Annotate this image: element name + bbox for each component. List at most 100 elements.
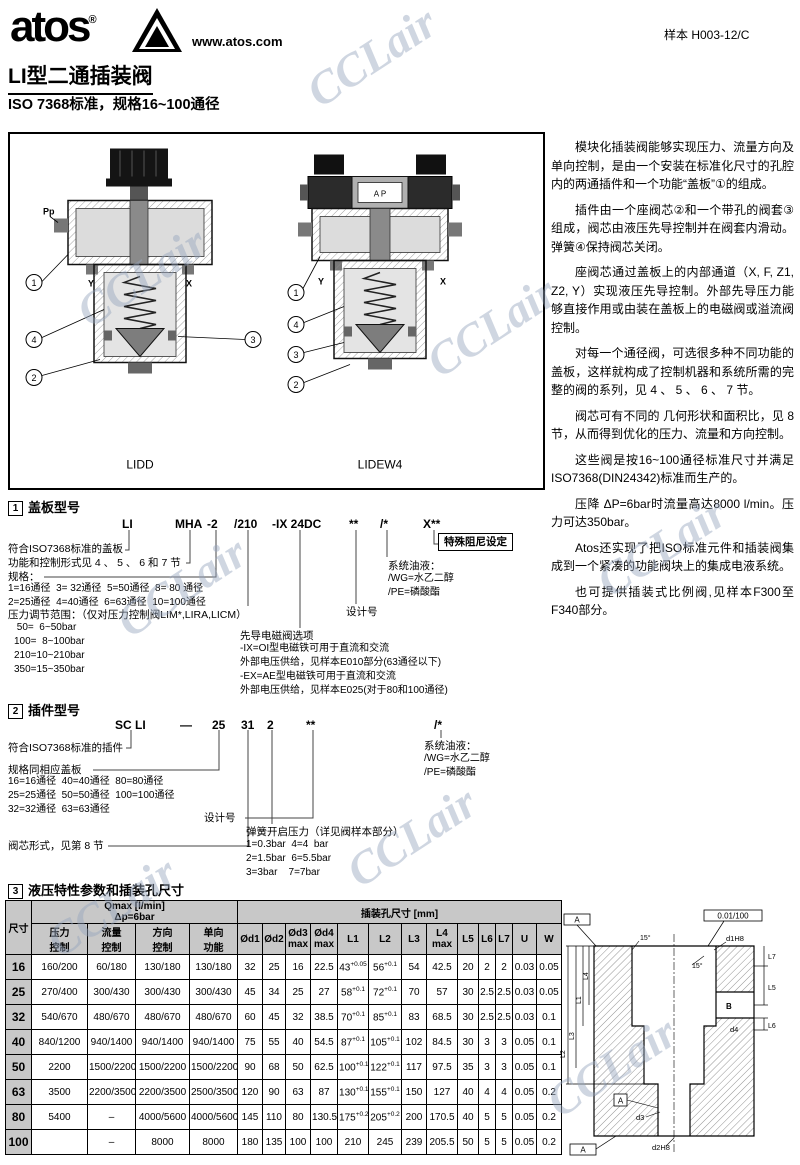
value-cell: 160/200 xyxy=(31,954,88,980)
ann-solenoid-list: -IX=OI型电磁铁可用于直流和交流外部电压供给，见样本E010部分(63通径以… xyxy=(240,643,448,699)
column-header: 流量 控制 xyxy=(87,923,136,955)
d1-label: d1H8 xyxy=(726,934,744,943)
value-cell: 97.5 xyxy=(426,1054,459,1080)
value-cell: 8000 xyxy=(188,1129,239,1155)
cavity-drawing: A 0.01/100 15° 15° d1H8 L2 L3 xyxy=(556,908,796,1160)
code1-function: MHA xyxy=(175,517,203,531)
ann-spool-form: 阀芯形式，见第 8 节 xyxy=(8,840,104,852)
value-cell: 5400 xyxy=(31,1104,88,1130)
spring-option-row: 2=1.5bar 6=5.5bar xyxy=(246,853,332,864)
code2-design: ** xyxy=(306,718,316,732)
callout-3: 3 xyxy=(177,331,262,348)
value-cell: 0.05 xyxy=(536,979,563,1005)
value-cell: 85+0.1 xyxy=(368,1004,403,1030)
value-cell: 40 xyxy=(457,1079,480,1105)
page-subtitle: ISO 7368标准，规格16~100通径 xyxy=(8,97,220,113)
registered-mark: ® xyxy=(88,14,97,26)
value-cell: 300/430 xyxy=(87,979,136,1005)
intro-text: 模块化插装阀能够实现压力、流量方向及单向控制，是由一个安装在标准化尺寸的孔腔内的… xyxy=(551,138,794,627)
pressure-range-row: 100= 8~100bar xyxy=(14,636,85,647)
value-cell: 5 xyxy=(478,1129,497,1155)
datum-a: A xyxy=(613,1093,659,1109)
value-cell: 2 xyxy=(495,954,514,980)
value-cell: 105+0.1 xyxy=(368,1029,403,1055)
ann-fluid-list: /WG=水乙二醇/PE=磷酸酯 xyxy=(388,573,454,601)
value-cell: 54 xyxy=(401,954,428,980)
code2-spool: 31 xyxy=(241,718,255,732)
ann-cartridge-standard: 符合ISO7368标准的插件 xyxy=(8,742,123,754)
size-cell: 63 xyxy=(5,1079,32,1105)
intro-paragraph: 这些阀是按16~100通径标准尺寸并满足ISO7368(DIN24342)标准而… xyxy=(551,452,794,486)
value-cell: 239 xyxy=(401,1129,428,1155)
value-cell: 300/430 xyxy=(188,979,239,1005)
value-cell: 45 xyxy=(262,1004,287,1030)
value-cell: 127 xyxy=(426,1079,459,1105)
svg-text:3: 3 xyxy=(250,335,255,345)
intro-paragraph: 插件由一个座阀芯②和一个带孔的阀套③组成，阀芯由液压先导控制并在阀套内滑动。弹簧… xyxy=(551,202,794,254)
value-cell: 22.5 xyxy=(310,954,339,980)
value-cell: 480/670 xyxy=(188,1004,239,1030)
code2-size: 25 xyxy=(212,718,226,732)
ann-fluid-list-2: /WG=水乙二醇/PE=磷酸酯 xyxy=(424,753,490,781)
intro-paragraph: Atos还实现了把ISO标准元件和插装阀集成到一个紧凑的功能阀块上的集成电液系统… xyxy=(551,540,794,574)
callout-1: 1 xyxy=(25,254,69,291)
section3-number: 3 xyxy=(8,884,23,899)
right-valve-label: LIDEW4 xyxy=(358,458,403,472)
value-cell: 0.05 xyxy=(536,954,563,980)
column-header: L5 xyxy=(457,923,480,955)
value-cell: 540/670 xyxy=(31,1004,88,1030)
intro-paragraph: 也可提供插装式比例阀,见样本F300至F340部分。 xyxy=(551,584,794,618)
logo-text: atos xyxy=(10,2,92,51)
column-header: 方向 控制 xyxy=(135,923,190,955)
value-cell: 130/180 xyxy=(135,954,190,980)
value-cell: 2200/3500 xyxy=(135,1079,190,1105)
value-cell: 40 xyxy=(285,1029,312,1055)
value-cell: 60 xyxy=(237,1004,264,1030)
value-cell: 170.5 xyxy=(426,1104,459,1130)
ann-fluid-title-2: 系统油液： xyxy=(424,740,477,752)
size-cell: 16 xyxy=(5,954,32,980)
pressure-range-row: 350=15~350bar xyxy=(14,664,85,675)
poppet xyxy=(354,324,406,354)
value-cell: 4000/5600 xyxy=(135,1104,190,1130)
value-cell: 840/1200 xyxy=(31,1029,88,1055)
doc-code: 样本 H003-12/C xyxy=(664,28,750,42)
valve-figure-svg: Pp Y X LIDD 1 4 xyxy=(25,148,462,472)
datum-frame-bottom: A xyxy=(569,1135,617,1156)
tolerance-frame: 0.01/100 xyxy=(703,909,763,947)
value-cell: – xyxy=(87,1129,136,1155)
solenoid-connector xyxy=(416,154,446,175)
value-cell: 2500/3500 xyxy=(188,1079,239,1105)
value-cell: 2.5 xyxy=(478,979,497,1005)
column-header: L1 xyxy=(337,923,370,955)
callout-3: 3 xyxy=(287,342,345,363)
y-port-label: Y xyxy=(88,279,94,289)
value-cell: 84.5 xyxy=(426,1029,459,1055)
svg-text:3: 3 xyxy=(293,350,298,360)
value-cell: 32 xyxy=(237,954,264,980)
ann-size-title-2: 规格同相应盖板 xyxy=(8,764,82,776)
column-header: Ød1 xyxy=(237,923,264,955)
svg-text:4: 4 xyxy=(31,335,36,345)
fluid-option-row: /WG=水乙二醇 xyxy=(424,753,490,764)
code2-dash: — xyxy=(180,718,192,732)
value-cell: 150 xyxy=(401,1079,428,1105)
angle-label: 15° xyxy=(692,962,703,970)
svg-text:4: 4 xyxy=(293,320,298,330)
section1-title: 盖板型号 xyxy=(28,500,81,515)
value-cell: 130/180 xyxy=(188,954,239,980)
cavity-drawing-svg: A 0.01/100 15° 15° d1H8 L2 L3 xyxy=(560,909,776,1156)
column-header: U xyxy=(512,923,538,955)
value-cell: 0.1 xyxy=(536,1054,563,1080)
code2-fluid: /* xyxy=(434,718,443,732)
knob-stem xyxy=(130,186,148,201)
value-cell: 130+0.1 xyxy=(337,1079,370,1105)
solenoid-option-row: 外部电压供给，见样本E025(对于80和100通径) xyxy=(240,685,448,696)
x-port-label: X xyxy=(186,279,192,289)
value-cell: 0.05 xyxy=(512,1129,538,1155)
size-cell: 100 xyxy=(5,1129,32,1155)
